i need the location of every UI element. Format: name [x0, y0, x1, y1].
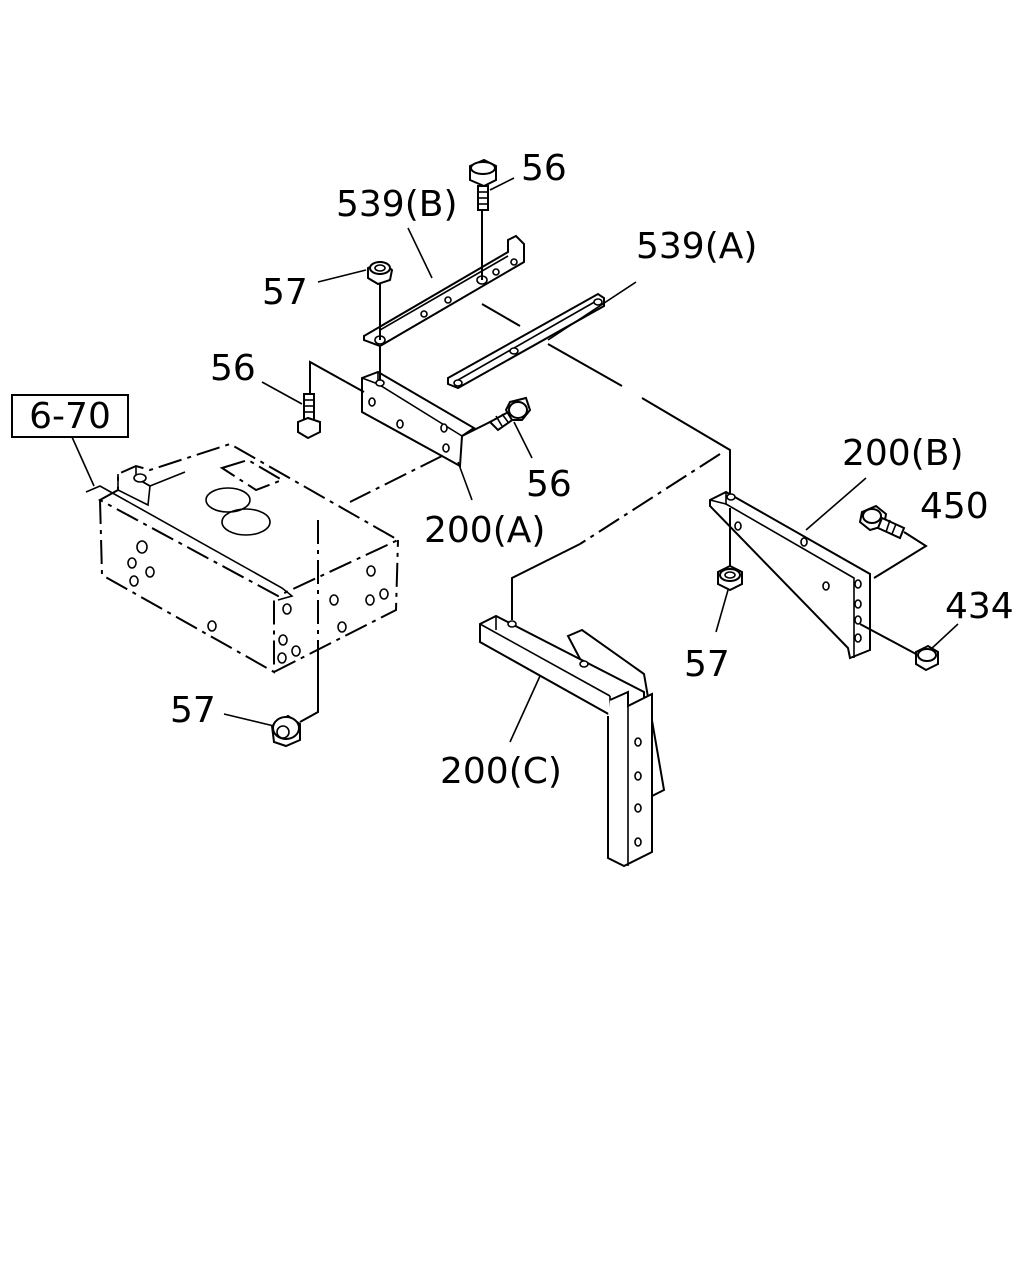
bolt-450[interactable] — [858, 504, 906, 540]
bracket-200a[interactable] — [361, 370, 476, 468]
callout-nut-57-mid: 57 — [684, 644, 730, 685]
callout-bolt-450: 450 — [920, 486, 989, 527]
callout-200a: 200(A) — [424, 510, 545, 551]
callout-539a: 539(A) — [636, 226, 757, 267]
bracket-539b[interactable] — [363, 234, 525, 348]
bolt-56-top[interactable] — [469, 158, 497, 211]
leader-6-70 — [71, 436, 95, 487]
callout-nut-434: 434 — [945, 586, 1014, 627]
leader-lines — [223, 177, 959, 743]
callout-539b: 539(B) — [336, 184, 458, 225]
nut-434[interactable] — [915, 644, 939, 672]
reference-box-label: 6-70 — [29, 396, 111, 437]
nut-57-top[interactable] — [367, 260, 394, 286]
reference-box-6-70[interactable]: 6-70 — [11, 394, 129, 438]
nut-57-bottom[interactable] — [270, 714, 301, 748]
callout-bolt-56-top: 56 — [521, 148, 567, 189]
nut-57-mid[interactable] — [717, 564, 743, 592]
callout-bolt-56-left: 56 — [210, 348, 256, 389]
bracket-200c[interactable] — [479, 614, 666, 868]
callout-bolt-56-mid: 56 — [526, 464, 572, 505]
phantom-unit — [85, 442, 401, 674]
bracket-539a[interactable] — [447, 292, 605, 390]
reference-box-frame — [11, 394, 129, 438]
bolt-56-mid[interactable] — [488, 396, 532, 432]
callout-200c: 200(C) — [440, 751, 562, 792]
callout-nut-57-top: 57 — [262, 272, 308, 313]
assembly-lines — [299, 210, 928, 723]
callout-nut-57-bottom: 57 — [170, 690, 216, 731]
bolt-56-left[interactable] — [297, 393, 321, 440]
callout-200b: 200(B) — [842, 433, 964, 474]
